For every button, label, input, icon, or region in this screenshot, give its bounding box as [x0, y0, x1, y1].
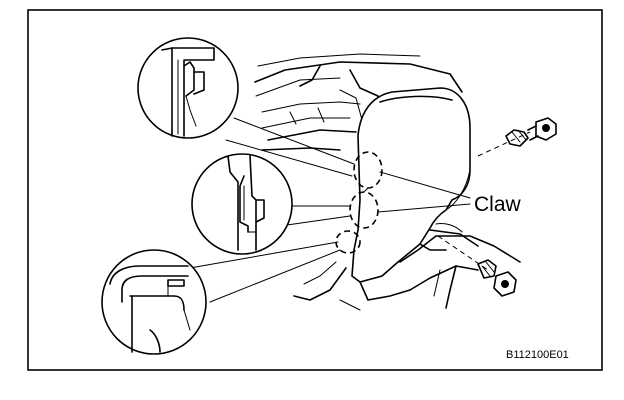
figure-code: B112100E01 — [506, 349, 569, 361]
detail-circle-bottom — [101, 249, 207, 355]
claw-label: Claw — [474, 193, 522, 216]
bolt-lower — [437, 235, 517, 297]
bolt-upper — [477, 117, 557, 157]
console-body — [254, 53, 463, 151]
leader-lines — [189, 117, 471, 303]
detail-circle-top — [137, 37, 239, 139]
detail-circle-middle — [191, 153, 293, 255]
console-armrest — [293, 87, 521, 311]
